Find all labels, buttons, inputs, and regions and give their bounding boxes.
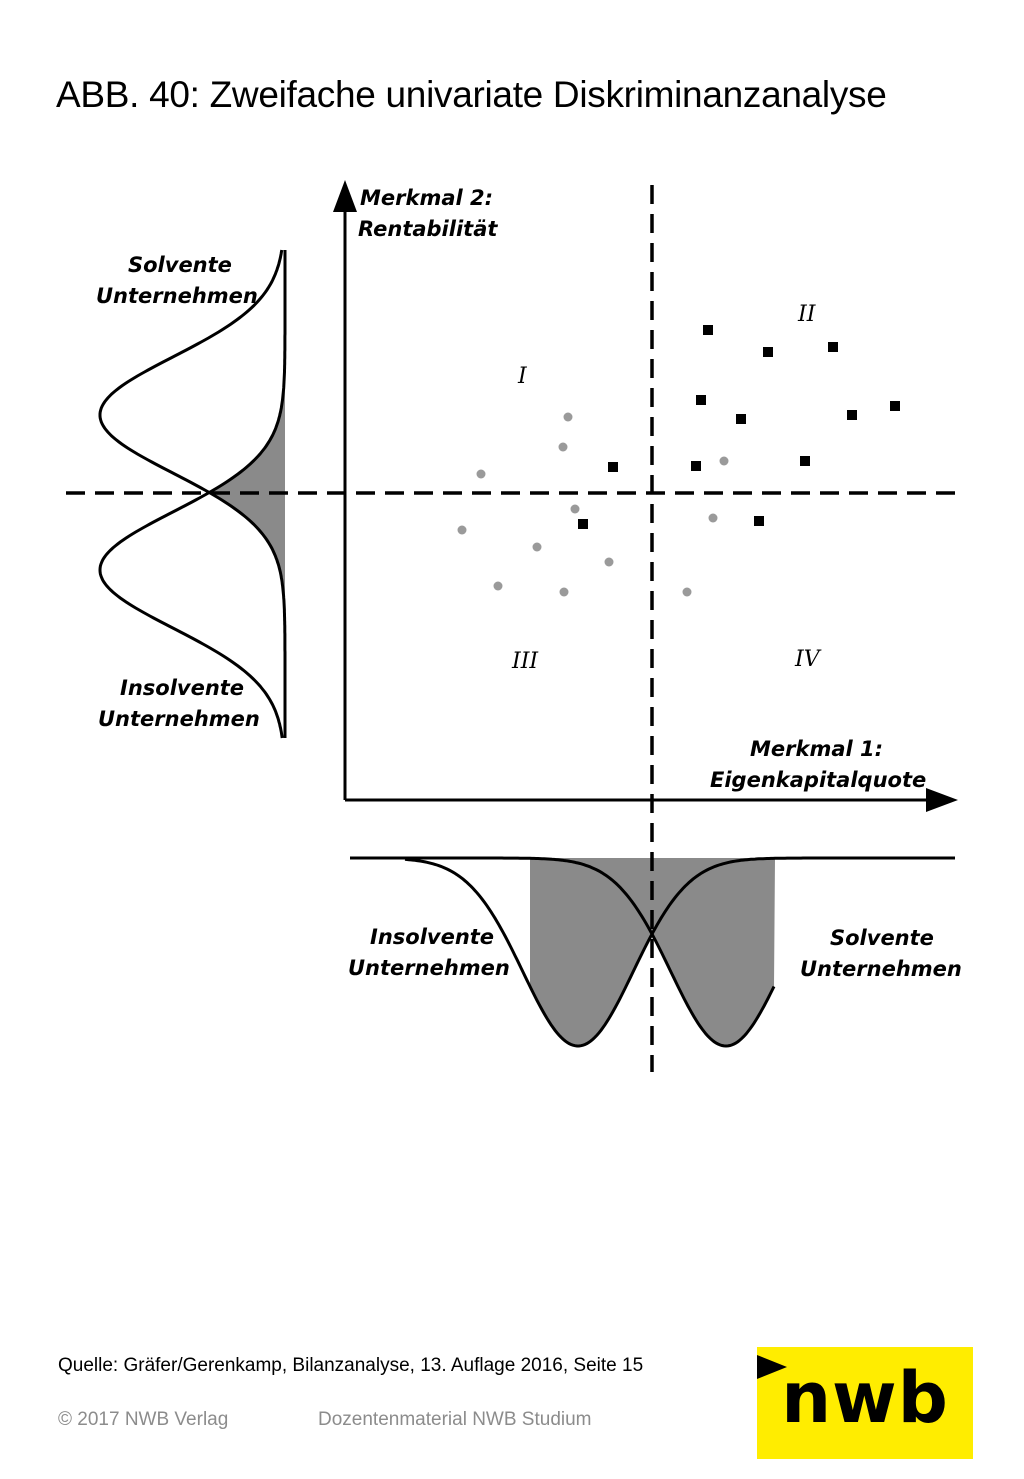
bottom-insolvent-curve <box>404 856 955 1048</box>
solvent-point-9 <box>691 461 701 471</box>
left-lower-label-line2: Unternehmen <box>98 707 260 731</box>
quadrant-label-1: I <box>517 364 528 389</box>
bottom-distribution <box>350 856 955 1048</box>
solvent-point-6 <box>847 410 857 420</box>
insolvent-point-11 <box>708 513 718 523</box>
x-axis-arrow-icon <box>926 788 958 812</box>
solvent-point-12 <box>754 516 764 526</box>
insolvent-point-4 <box>570 504 580 514</box>
left-upper-label-line1: Solvente <box>128 253 232 277</box>
insolvent-point-5 <box>457 525 467 535</box>
insolvent-point-6 <box>532 542 542 552</box>
insolvent-point-9 <box>559 587 569 597</box>
quadrant-label-3: III <box>511 649 539 674</box>
footer-material: Dozentenmaterial NWB Studium <box>318 1409 592 1430</box>
solvent-point-3 <box>828 342 838 352</box>
solvent-point-10 <box>800 456 810 466</box>
insolvent-point-3 <box>476 469 486 479</box>
y-axis-label-line1: Merkmal 2: <box>360 186 493 210</box>
insolvent-point-7 <box>604 557 614 567</box>
bottom-right-label-line1: Solvente <box>830 926 934 950</box>
insolvent-points <box>457 412 729 597</box>
insolvent-point-1 <box>563 412 573 422</box>
solvent-point-2 <box>763 347 773 357</box>
insolvent-point-10 <box>719 456 729 466</box>
solvent-point-4 <box>696 395 706 405</box>
logo-text: nwb <box>781 1357 949 1439</box>
y-axis-label-line2: Rentabilität <box>358 217 498 241</box>
source-citation: Quelle: Gräfer/Gerenkamp, Bilanzanalyse,… <box>58 1355 644 1376</box>
solvent-point-8 <box>608 462 618 472</box>
y-axis-arrow-icon <box>333 180 357 212</box>
solvent-point-11 <box>578 519 588 529</box>
solvent-point-5 <box>736 414 746 424</box>
x-axis-label-line2: Eigenkapitalquote <box>710 768 926 792</box>
footer-copyright: © 2017 NWB Verlag <box>58 1409 229 1430</box>
quadrant-label-2: II <box>797 302 817 327</box>
insolvent-point-2 <box>558 442 568 452</box>
quadrant-label-4: IV <box>794 647 822 672</box>
solvent-point-1 <box>703 325 713 335</box>
logo-arrow-icon <box>757 1355 787 1379</box>
bottom-right-label-line2: Unternehmen <box>800 957 962 981</box>
bottom-left-label-line1: Insolvente <box>370 925 494 949</box>
bottom-overlap-shade <box>530 858 775 1046</box>
solvent-point-7 <box>890 401 900 411</box>
bottom-left-label-line2: Unternehmen <box>348 956 510 980</box>
insolvent-point-12 <box>682 587 692 597</box>
insolvent-point-8 <box>493 581 503 591</box>
solvent-points <box>578 325 900 529</box>
left-insolvent-curve <box>98 250 287 739</box>
x-axis-label-line1: Merkmal 1: <box>750 737 883 761</box>
left-lower-label-line1: Insolvente <box>120 676 244 700</box>
left-upper-label-line2: Unternehmen <box>96 284 258 308</box>
page-title: ABB. 40: Zweifache univariate Diskrimina… <box>56 74 887 115</box>
bottom-solvent-curve <box>350 856 776 1048</box>
nwb-logo: nwb <box>757 1347 973 1459</box>
